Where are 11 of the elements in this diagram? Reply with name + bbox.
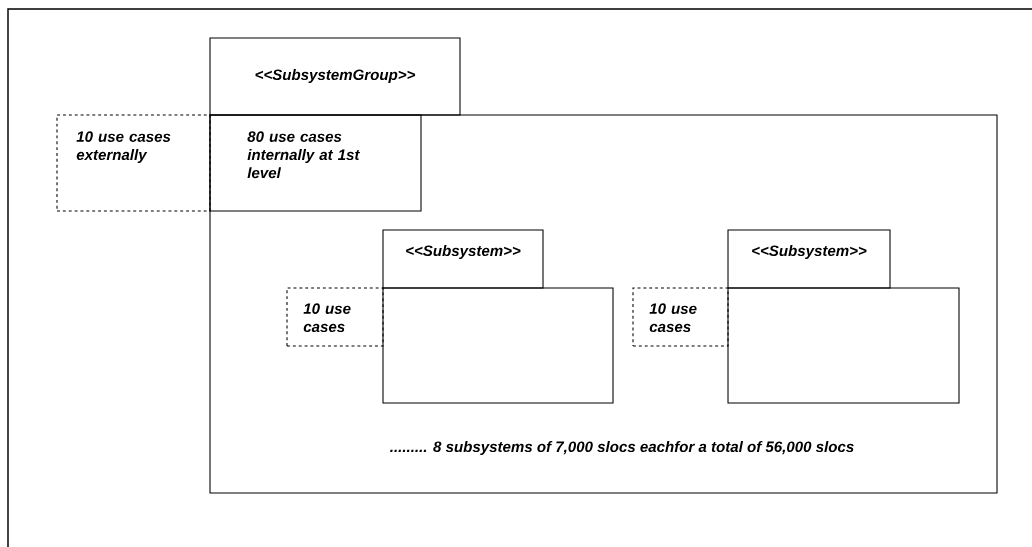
- text-box: 80 use cases internally at 1st level: [209, 114, 422, 212]
- subsystem-box: [382, 287, 614, 404]
- stereotype-tab: <<SubsystemGroup>>: [209, 37, 461, 116]
- group-box: [209, 114, 998, 494]
- note-box: 10 use cases: [632, 287, 729, 347]
- note-box: 10 use cases externally: [56, 114, 211, 212]
- note-text: ......... 8 subsystems of 7,000 slocs eachfor a total of 56,000 slocs: [390, 441, 854, 455]
- stereotype-tab: <<Subsystem>>: [727, 229, 891, 289]
- note-box: 10 use cases: [286, 287, 384, 347]
- subsystem-box: [727, 287, 960, 404]
- stereotype-tab: <<Subsystem>>: [382, 229, 544, 289]
